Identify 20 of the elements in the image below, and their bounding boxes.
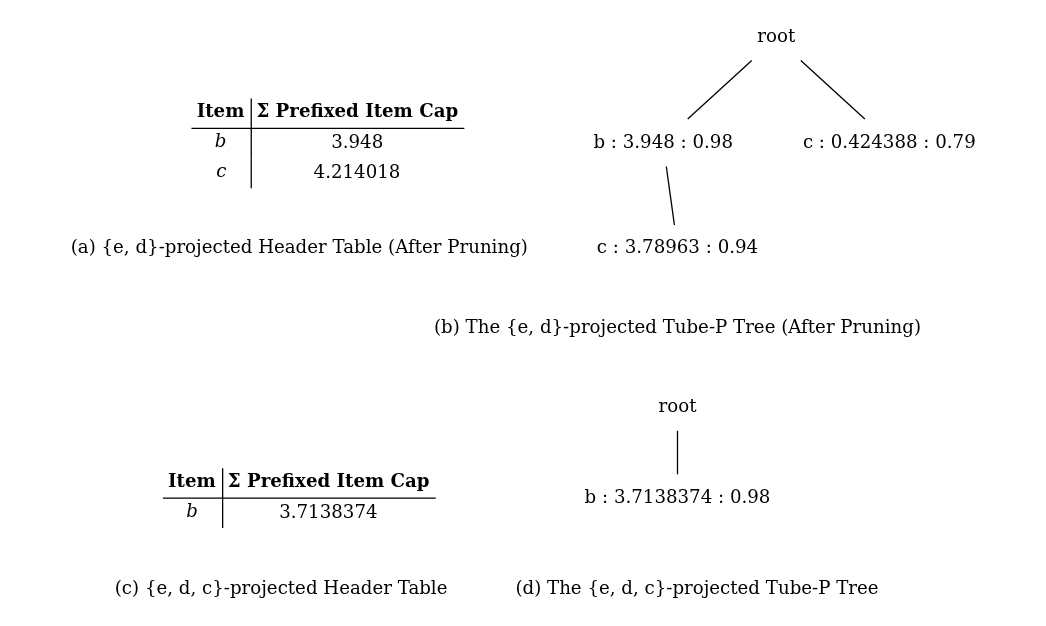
node-text: root <box>756 24 795 46</box>
label: (b) The {e, d}-projected Tube-P Tree (After Pruning) <box>433 315 921 337</box>
label: (c) {e, d, c}-projected Header Table <box>114 576 447 598</box>
node-text: b : 3.7138374 : 0.98 <box>584 486 770 507</box>
label: b <box>185 499 198 521</box>
label: Item <box>196 100 244 122</box>
label: b <box>214 129 227 151</box>
label: 4.214018 <box>313 161 400 183</box>
label: Σ Prefixed Item Cap <box>227 469 430 491</box>
label: 3.948 <box>330 131 383 153</box>
node-text: c : 3.78963 : 0.94 <box>596 236 758 258</box>
node-text: b : 3.948 : 0.98 <box>592 130 733 152</box>
label: 3.7138374 <box>278 500 378 522</box>
node-text: c : 0.424388 : 0.79 <box>802 130 976 152</box>
node-text: root <box>658 395 696 417</box>
label: (d) The {e, d, c}-projected Tube-P Tree <box>514 576 879 598</box>
label: Σ Prefixed Item Cap <box>255 100 458 122</box>
label: (a) {e, d}-projected Header Table (After Pruning) <box>70 236 528 258</box>
label: c <box>215 159 226 181</box>
label: Item <box>167 469 216 491</box>
